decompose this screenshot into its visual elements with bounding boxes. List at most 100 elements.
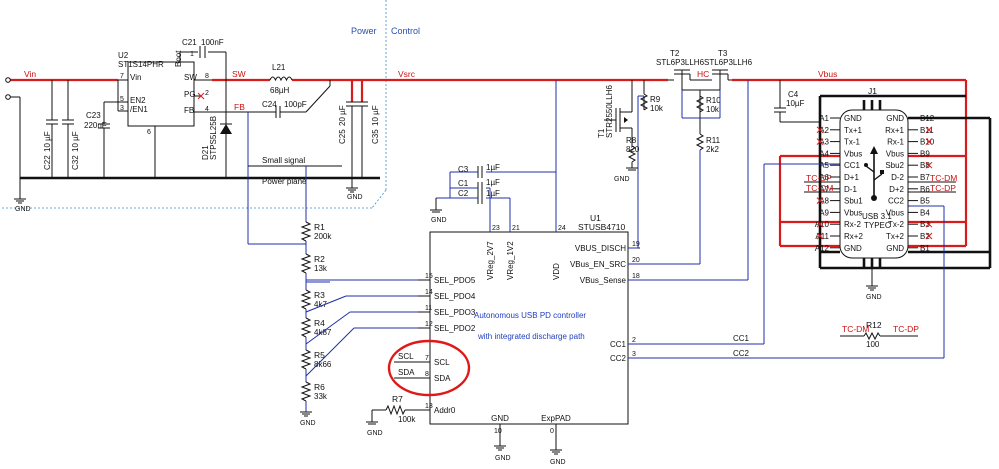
j1-pin-num: A1 [819,114,829,123]
usb-icon [864,146,884,201]
u1-bottom-gnd: GND GND [494,424,566,466]
j1-pin-num: A3 [819,138,829,147]
tc-dp-label-left: TC-DP [806,173,832,183]
svg-text:1µF: 1µF [486,189,500,198]
r12-val: 100 [866,340,880,349]
resistor-r4[interactable] [300,317,312,338]
net-label-power-plane: Power plane [262,177,307,186]
resistor-r5[interactable] [300,349,312,370]
u2-pin-num-boot: 1 [190,51,194,58]
j1-pin-num: A11 [815,232,829,241]
capacitor-c4[interactable]: C4 10µF [774,80,820,123]
c32-ref: C32 [71,155,80,170]
u2-pin-fb: FB [184,106,194,115]
mosfet-t2[interactable]: T2 STL6P3LLH6 [656,49,705,118]
gnd-symbol-power: GND [346,178,363,201]
resistor-r8[interactable]: GND R8 820 [614,136,640,183]
svg-text:R6: R6 [314,382,325,392]
j1-pin-name: GND [886,244,904,253]
t2-ref: T2 [670,49,680,58]
net-label-hc: HC [697,69,709,79]
inductor-l21[interactable]: L21 68µH [269,63,293,95]
j1-pin-name: D-1 [844,185,857,194]
j1-pin-num: B1 [920,244,930,253]
j1-pin-name: Tx+2 [886,232,905,241]
gnd-terminal-icon[interactable] [5,94,11,100]
net-label-vbus: Vbus [818,69,837,79]
j1-pin-num: B12 [920,114,935,123]
svg-text:GND: GND [614,176,630,183]
vin-terminal-icon[interactable] [5,77,11,83]
c25-ref: C25 [338,129,347,144]
u2-pin-sw: SW [184,73,197,82]
usb-data-labels: TC-DP TC-DM TC-DM TC-DP [804,173,957,193]
j1-right-pins: B12GNDB11Rx+1B10Rx-1B9VbusB8Sbu2B7D-2B6D… [885,114,935,253]
mosfet-t1[interactable]: T1 STR2550LLH6 [597,80,644,249]
c24-val: 100pF [284,100,307,109]
c35-ref: C35 [371,129,380,144]
net-label-vin: Vin [24,69,36,79]
resistor-r11[interactable]: R11 2k2 [628,118,721,265]
resistor-r1[interactable] [300,221,312,242]
mosfet-t3[interactable]: T3 STL6P3LLH6 [700,49,753,91]
svg-text:R1: R1 [314,222,325,232]
u1-pin-name: SEL_PDO3 [434,308,476,317]
usb-c-connector-j1[interactable]: J1 USB 3.1 TYPEC [839,86,909,259]
net-label-vsrc: Vsrc [398,69,416,79]
resistor-r6[interactable] [300,381,312,402]
tc-dm-label-right: TC-DM [930,173,957,183]
resistor-r3[interactable] [300,289,312,310]
pd-controller-u1[interactable]: U1 STUSB4710 Autonomous USB PD controlle… [429,213,629,425]
capacitor-c35[interactable]: C35 10 µF [356,101,380,178]
c35-val: 10 µF [371,105,380,126]
svg-text:R5: R5 [314,350,325,360]
svg-text:R2: R2 [314,254,325,264]
net-label-fb: FB [234,102,245,112]
capacitor-c22[interactable]: C22 10 µF [43,80,58,178]
j1-pin-name: Rx-2 [844,220,861,229]
r10-ref: R10 [706,96,721,105]
u2-pin-num-en2: 5 [120,96,124,103]
u1-pin-name: SCL [434,358,450,367]
u2-pin-num-fb: 4 [205,106,209,113]
capacitor-c23[interactable]: C23 220nF [84,101,118,178]
j1-pin-name: Tx+1 [844,126,863,135]
diode-d21[interactable]: D21 STPS5L25B [201,80,232,178]
capacitor-c21[interactable]: C21 100nF [182,38,224,58]
r12-left-label: TC-DM [842,324,869,334]
u1-pin-num: 8 [425,371,429,378]
r7-val: 100k [398,415,416,424]
resistor-r7[interactable]: GND R7 100k [366,394,430,437]
resistor-r9[interactable]: R9 10k [639,80,664,113]
u1-pin-name: ExpPAD [541,414,571,423]
j1-pin-name: Sbu1 [844,197,863,206]
u1-pin-num: 3 [632,351,636,358]
cc2-net-label: CC2 [733,349,750,358]
svg-text:4k87: 4k87 [314,328,332,337]
gnd-symbol-left: GND [14,195,31,213]
svg-text:C2: C2 [458,189,469,198]
resistor-r12[interactable]: TC-DM TC-DP R12 100 [840,320,919,349]
j1-pin-num: A5 [819,161,829,170]
power-rail [8,78,968,248]
capacitor-c24[interactable]: C24 100pF [248,80,331,118]
u2-part: ST1S14PHR [118,60,164,69]
c22-ref: C22 [43,155,52,170]
j1-pin-num: A6 [819,173,829,182]
j1-pin-name: CC1 [844,161,861,170]
svg-text:GND: GND [15,206,31,213]
t1-ref: T1 [597,128,606,138]
area-border: Power Control [0,0,420,209]
j1-line2: TYPEC [864,221,891,230]
resistor-r10[interactable]: R10 10k [695,92,721,114]
tc-dm-label-left: TC-DM [806,183,833,193]
j1-pin-num: A10 [815,220,830,229]
highlight-circle [387,339,471,397]
capacitor-c32[interactable]: C32 10 µF [62,80,80,178]
buck-regulator-u2[interactable]: U2 ST1S14PHR Vin EN2 /EN1 Boot SW PG FB … [117,50,248,178]
u2-pin-num-sw: 8 [205,73,209,80]
svg-text:200k: 200k [314,232,332,241]
capacitor-c25[interactable]: C25 20 µF [338,101,358,178]
resistor-r2[interactable] [300,253,312,274]
